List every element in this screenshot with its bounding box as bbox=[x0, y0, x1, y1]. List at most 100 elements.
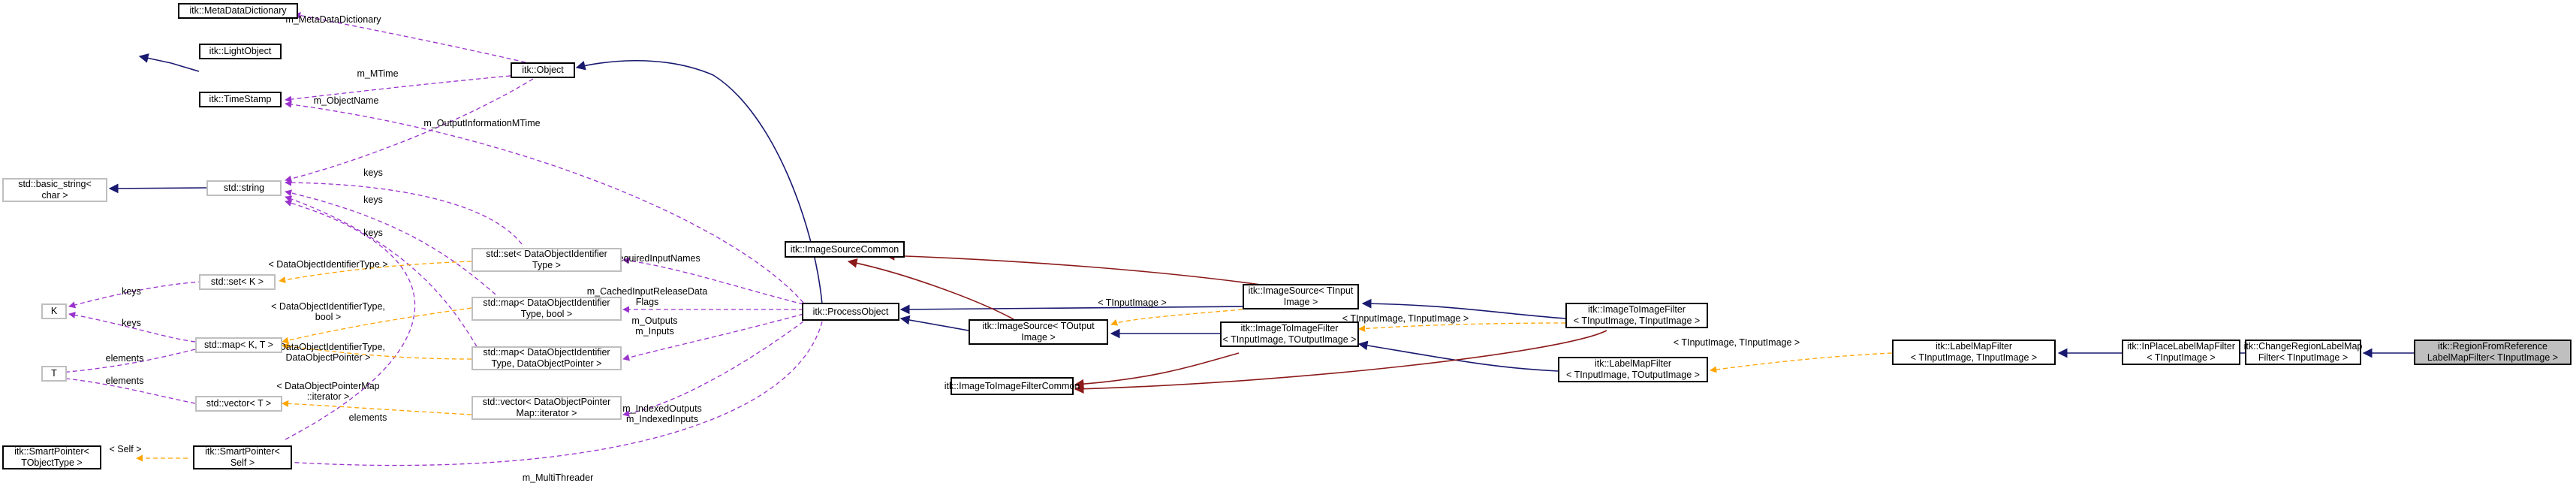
edge-labelmap-in-out-to-i2i-in-out bbox=[1357, 340, 1559, 372]
edge-label-line: < DataObjectIdentifierType > bbox=[268, 259, 387, 270]
label-t-doi-bool: < DataObjectIdentifierType,bool > bbox=[271, 301, 385, 322]
node-label-line: Map::iterator > bbox=[516, 408, 577, 418]
node-label-line: itk::RegionFromReference bbox=[2438, 341, 2547, 352]
edge-label-line: m_RequiredInputNames bbox=[598, 253, 700, 264]
node-label-line: itk::InPlaceLabelMapFilter bbox=[2127, 341, 2235, 352]
node-string[interactable]: std::string bbox=[206, 180, 282, 196]
node-inplacelabelmapfilter[interactable]: itk::InPlaceLabelMapFilter< TInputImage … bbox=[2122, 340, 2240, 365]
edge-processobject-to-map-dop bbox=[622, 313, 804, 361]
edge-label-line: m_IndexedInputs bbox=[626, 414, 698, 424]
node-labelmap-in-out[interactable]: itk::LabelMapFilter< TInputImage, TOutpu… bbox=[1558, 357, 1708, 382]
node-i2i-in-out[interactable]: itk::ImageToImageFilter< TInputImage, TO… bbox=[1220, 321, 1359, 347]
node-set-k[interactable]: std::set< K > bbox=[199, 274, 276, 290]
node-label-line: Filter< TInputImage > bbox=[2258, 352, 2349, 363]
node-smartpointer-self[interactable]: itk::SmartPointer<Self > bbox=[193, 445, 292, 469]
edge-processobject-to-timestamp bbox=[285, 101, 804, 303]
label-t-doi-type: < DataObjectIdentifierType > bbox=[268, 259, 387, 270]
node-metadatadictionary[interactable]: itk::MetaDataDictionary bbox=[178, 3, 298, 19]
label-m-multithreader: m_MultiThreader bbox=[523, 472, 593, 483]
node-i2i-in-in[interactable]: itk::ImageToImageFilter< TInputImage, TI… bbox=[1565, 303, 1708, 328]
node-label-line: TObjectType > bbox=[21, 457, 83, 468]
node-label-line: itk::ImageSource< TOutput bbox=[982, 321, 1095, 331]
node-label-line: < TInputImage, TInputImage > bbox=[1910, 352, 2038, 363]
node-label-line: itk::MetaDataDictionary bbox=[189, 5, 287, 16]
node-label-line: < TInputImage, TOutputImage > bbox=[1222, 334, 1357, 345]
edge-object-to-metadata bbox=[294, 12, 526, 63]
node-imagetoimagefiltercommon[interactable]: itk::ImageToImageFilterCommon bbox=[945, 377, 1080, 395]
edge-set-doi-to-set-k bbox=[279, 261, 472, 284]
node-timestamp[interactable]: itk::TimeStamp bbox=[199, 92, 282, 107]
node-label-line: itk::ImageToImageFilter bbox=[1588, 304, 1686, 315]
edge-map-kt-to-k bbox=[68, 311, 196, 343]
node-label-line: itk::ChangeRegionLabelMap bbox=[2243, 341, 2363, 352]
edge-label-line: < TInputImage, TInputImage > bbox=[1342, 313, 1469, 324]
node-imagesourcecommon[interactable]: itk::ImageSourceCommon bbox=[785, 241, 905, 258]
node-basic-string[interactable]: std::basic_string<char > bbox=[2, 178, 107, 202]
label-m-mtime: m_MTime bbox=[357, 68, 398, 79]
node-label-line: itk::ProcessObject bbox=[812, 306, 889, 317]
node-label-line: LabelMapFilter< TInputImage > bbox=[2427, 352, 2559, 363]
edge-label-line: keys bbox=[363, 168, 383, 178]
edge-label-line: elements bbox=[106, 376, 144, 386]
edge-label-line: < TInputImage > bbox=[1098, 297, 1167, 308]
edge-label-line: < TInputImage, TInputImage > bbox=[1674, 337, 1800, 348]
label-t-tin-tin-b: < TInputImage, TInputImage > bbox=[1674, 337, 1800, 348]
label-m-outputinformationmtime: m_OutputInformationMTime bbox=[423, 118, 540, 128]
edge-vector-dopm-to-vector-t bbox=[282, 400, 472, 415]
node-label-line: Type, DataObjectPointer > bbox=[491, 358, 602, 369]
node-map-kt[interactable]: std::map< K, T > bbox=[195, 337, 282, 353]
node-label-line: itk::SmartPointer< bbox=[205, 446, 280, 457]
edge-label-line: < Self > bbox=[109, 444, 141, 454]
edge-processobject-to-set-doi bbox=[622, 257, 804, 305]
edge-object-to-lightobject bbox=[138, 53, 200, 72]
node-label-line: std::map< DataObjectIdentifier bbox=[483, 297, 610, 308]
node-processobject[interactable]: itk::ProcessObject bbox=[802, 303, 899, 321]
edge-label-line: < DataObjectPointerMap bbox=[276, 381, 379, 391]
edge-label-line: keys bbox=[122, 318, 141, 328]
node-vector-t[interactable]: std::vector< T > bbox=[195, 396, 282, 412]
node-label-line: itk::TimeStamp bbox=[209, 94, 272, 104]
edge-label-line: m_ObjectName bbox=[314, 95, 379, 106]
node-label-line: itk::LightObject bbox=[209, 46, 272, 56]
label-t-tinputimage: < TInputImage > bbox=[1098, 297, 1167, 308]
node-label-line: itk::Object bbox=[522, 65, 564, 75]
node-label-line: itk::ImageSource< TInput bbox=[1248, 285, 1354, 296]
edge-i2i-in-in-to-i2i-in-out bbox=[1358, 322, 1566, 332]
edge-processobject-to-object bbox=[575, 59, 823, 305]
edge-set-doi-to-string bbox=[285, 179, 523, 245]
edge-imagesource-in-to-processobject bbox=[899, 304, 1243, 315]
node-object[interactable]: itk::Object bbox=[511, 62, 575, 78]
edge-labels: m_MetaDataDictionary m_MTime m_ObjectNam… bbox=[106, 14, 1800, 483]
label-m-metadatadictionary: m_MetaDataDictionary bbox=[285, 14, 381, 25]
node-labelmap-in-in[interactable]: itk::LabelMapFilter< TInputImage, TInput… bbox=[1892, 340, 2056, 365]
label-elements-b: elements bbox=[106, 376, 144, 386]
node-k[interactable]: K bbox=[41, 303, 67, 319]
node-label-line: std::map< K, T > bbox=[204, 340, 273, 350]
node-lightobject[interactable]: itk::LightObject bbox=[199, 44, 282, 59]
node-label-line: std::vector< T > bbox=[206, 398, 272, 409]
node-label-line: Type > bbox=[532, 260, 561, 270]
edge-label-line: m_MetaDataDictionary bbox=[285, 14, 381, 25]
edge-object-to-timestamp bbox=[285, 74, 519, 103]
edge-label-line: elements bbox=[106, 353, 144, 364]
edge-imagesource-in-to-imagesource-out bbox=[1110, 309, 1243, 326]
node-smartpointer-tobjecttype[interactable]: itk::SmartPointer<TObjectType > bbox=[2, 445, 101, 469]
edge-map-bool-to-map-kt bbox=[282, 307, 472, 344]
node-t[interactable]: T bbox=[41, 366, 67, 382]
template-edges bbox=[136, 261, 1893, 462]
node-label-line: < TInputImage, TOutputImage > bbox=[1566, 370, 1700, 380]
label-elements-c: elements bbox=[349, 412, 387, 423]
label-t-self: < Self > bbox=[109, 444, 141, 454]
node-label-line: T bbox=[51, 368, 57, 379]
